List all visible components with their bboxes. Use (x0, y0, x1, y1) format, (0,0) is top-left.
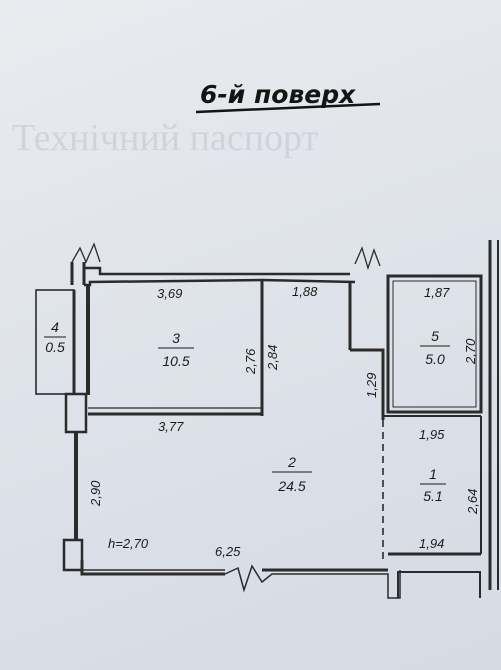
background-heading: Технічний паспорт (12, 117, 319, 159)
room-2-area: 24.5 (277, 478, 305, 494)
room-1-area: 5.1 (423, 488, 442, 504)
walls (35, 240, 499, 599)
room-4-area: 0.5 (45, 339, 65, 355)
dim-room1-right: 2,64 (465, 489, 480, 515)
room-2-number: 2 (287, 454, 296, 470)
room-3-area: 10.5 (162, 353, 189, 369)
dim-room2-left: 2,84 (265, 345, 280, 371)
ceiling-height: h=2,70 (108, 536, 149, 551)
dim-room5-right: 2,70 (463, 338, 478, 365)
room-3-number: 3 (172, 330, 180, 346)
dim-room3-bottom: 3,77 (158, 419, 184, 434)
dim-room2-right-upper: 1,29 (364, 373, 379, 398)
dim-room5-top: 1,87 (424, 285, 450, 300)
dim-room3-right: 2,76 (243, 348, 258, 375)
room-1-number: 1 (429, 466, 437, 482)
floor-title: 6-й поверх (200, 80, 356, 109)
dim-room1-bottom: 1,94 (419, 536, 444, 551)
dim-left-wall: 2,90 (88, 480, 103, 507)
dim-room3-top: 3,69 (157, 286, 182, 301)
room-5-number: 5 (431, 328, 439, 344)
room-4-number: 4 (51, 319, 59, 335)
dim-room1-top: 1,95 (419, 427, 445, 442)
floor-title-underline (195, 102, 381, 114)
dimension-labels: 3,69 3,77 2,76 1,88 2,84 1,29 6,25 2,90 … (88, 284, 480, 559)
room-labels: 4 0.5 3 10.5 2 24.5 5 5.0 1 5.1 (44, 319, 450, 504)
dim-room2-bottom: 6,25 (215, 544, 241, 559)
dim-room2-top: 1,88 (292, 284, 318, 299)
room-5-area: 5.0 (425, 351, 445, 367)
